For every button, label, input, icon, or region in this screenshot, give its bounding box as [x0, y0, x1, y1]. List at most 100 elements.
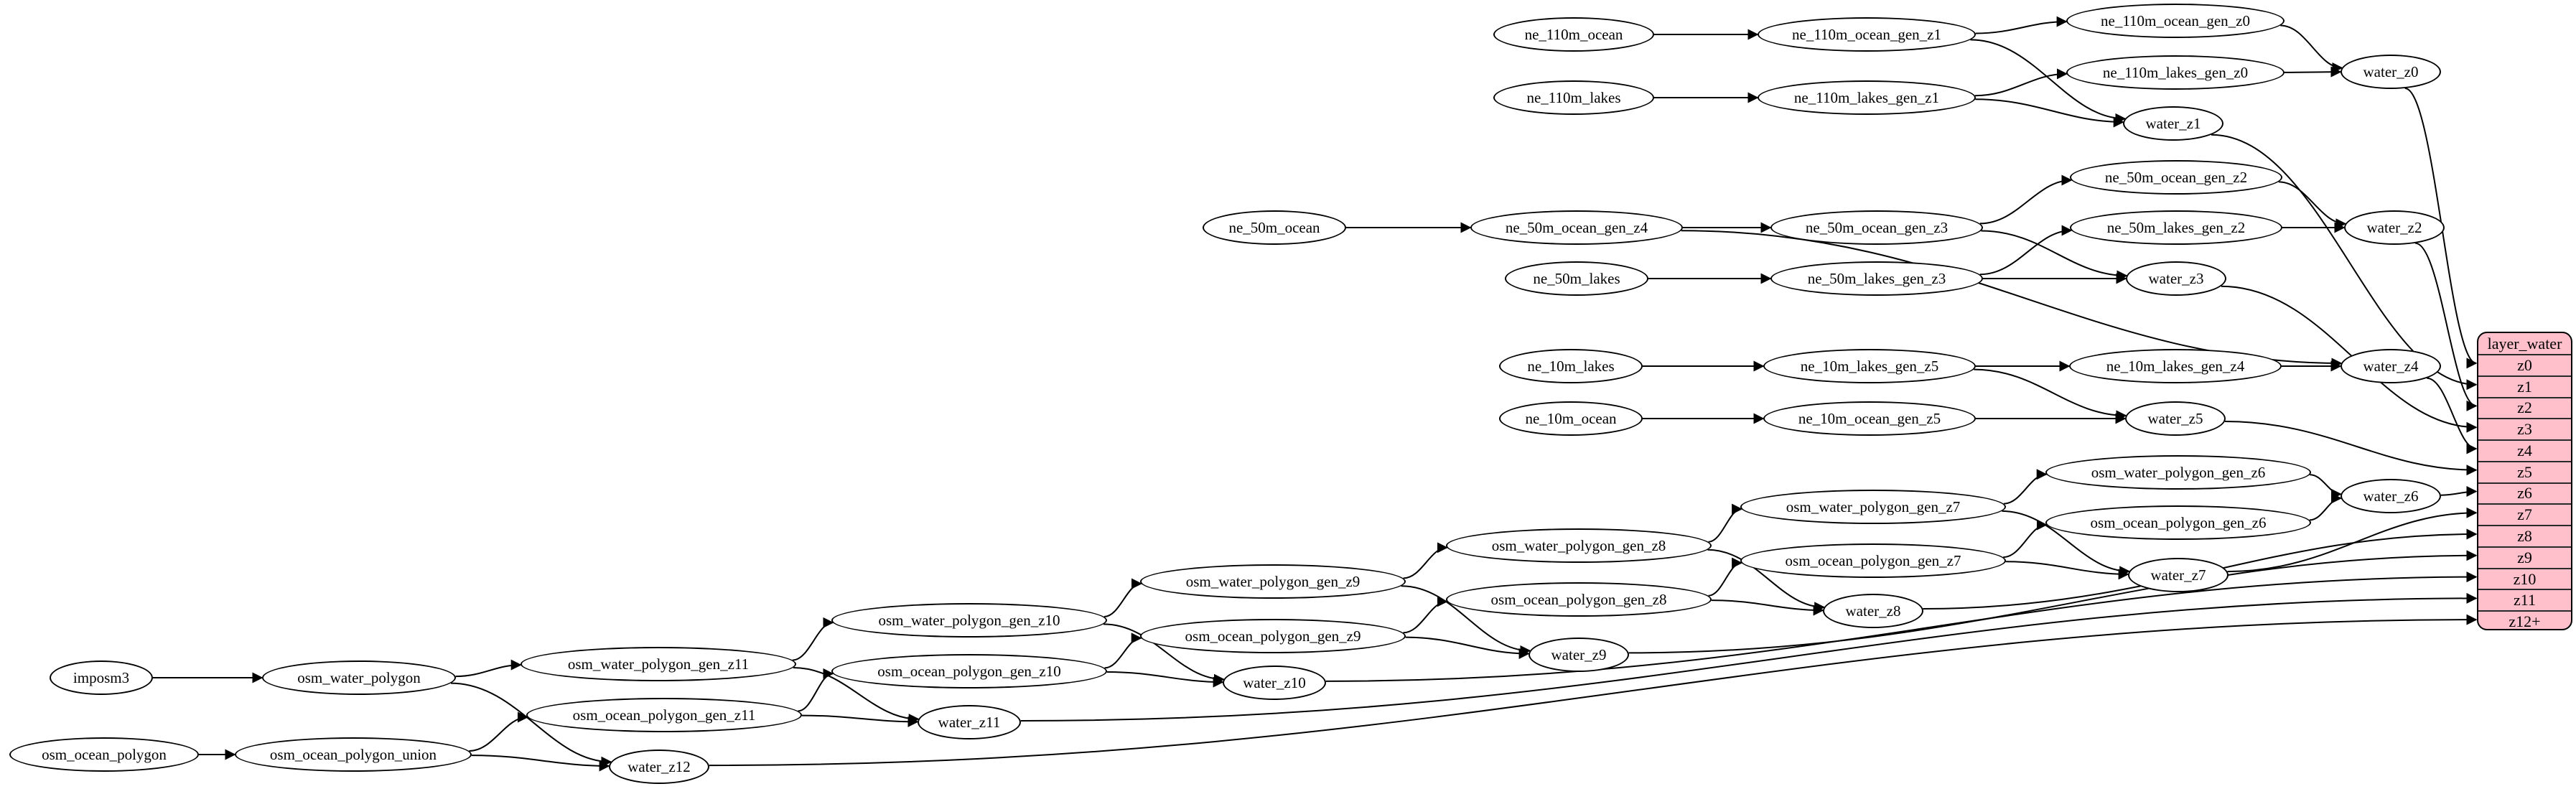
- edge-water-z6-to-layer-water-z6: [2440, 486, 2478, 498]
- edge-osm-ocean-polygon-gen-z9-to-water-z9: [1405, 636, 1530, 659]
- layer-water-row-z10: z10: [2478, 567, 2571, 589]
- node-water-z8: water_z8: [1823, 594, 1923, 628]
- node-osm-ocean-polygon-union: osm_ocean_polygon_union: [235, 737, 472, 772]
- node-water-z0: water_z0: [2341, 55, 2441, 89]
- node-ne-110m-ocean: ne_110m_ocean: [1493, 17, 1654, 52]
- edge-osm-ocean-polygon-union-to-water-z12: [471, 755, 610, 772]
- edge-ne-50m-ocean-gen-z3-to-ne-50m-ocean-gen-z2: [1979, 174, 2073, 225]
- node-osm-water-polygon-gen-z6: osm_water_polygon_gen_z6: [2045, 455, 2311, 490]
- node-ne-110m-ocean-gen-z0: ne_110m_ocean_gen_z0: [2066, 4, 2285, 38]
- edge-osm-ocean-polygon-gen-z7-to-osm-ocean-polygon-gen-z6: [2003, 519, 2048, 559]
- edge-osm-water-polygon-gen-z11-to-osm-water-polygon-gen-z10: [792, 617, 834, 661]
- node-osm-water-polygon: osm_water_polygon: [262, 660, 456, 695]
- node-water-z1: water_z1: [2123, 106, 2223, 141]
- layer-water-row-z11: z11: [2478, 589, 2571, 610]
- node-ne-10m-ocean-gen-z5: ne_10m_ocean_gen_z5: [1763, 401, 1976, 436]
- node-ne-110m-lakes-gen-z1: ne_110m_lakes_gen_z1: [1758, 80, 1976, 115]
- edge-ne-110m-lakes-gen-z1-to-ne-110m-lakes-gen-z0: [1974, 68, 2068, 97]
- edge-ne-110m-ocean-gen-z0-to-water-z0: [2280, 24, 2343, 73]
- layer-water-table-title: layer_water: [2487, 334, 2562, 353]
- node-water-z9: water_z9: [1529, 638, 1629, 672]
- layer-water-row-z3: z3: [2478, 418, 2571, 439]
- edge-ne-50m-ocean-gen-z4-to-water-z4: [1681, 230, 2343, 369]
- edge-osm-water-polygon-to-water-z12: [450, 682, 612, 767]
- node-osm-water-polygon-gen-z9: osm_water_polygon_gen_z9: [1140, 564, 1406, 599]
- edge-osm-ocean-polygon-gen-z10-to-osm-ocean-polygon-gen-z9: [1104, 632, 1142, 669]
- edge-ne-50m-ocean-gen-z3-to-water-z3: [1981, 230, 2128, 281]
- layer-water-row-z1: z1: [2478, 375, 2571, 397]
- edge-osm-water-polygon-gen-z8-to-water-z8: [1707, 548, 1826, 613]
- edge-ne-50m-ocean-gen-z2-to-water-z2: [2278, 181, 2347, 230]
- edge-osm-ocean-polygon-gen-z10-to-water-z10: [1106, 671, 1224, 688]
- layer-water-row-z5: z5: [2478, 460, 2571, 482]
- node-water-z10: water_z10: [1223, 666, 1326, 700]
- node-ne-50m-lakes-gen-z3: ne_50m_lakes_gen_z3: [1770, 261, 1983, 296]
- edge-ne-110m-ocean-gen-z1-to-water-z1: [1970, 39, 2127, 124]
- edge-water-z10-to-layer-water-z10: [1325, 571, 2478, 682]
- layer-water-row-z12plus: z12+: [2478, 610, 2571, 629]
- edge-osm-water-polygon-to-osm-water-polygon-gen-z11: [455, 659, 522, 678]
- node-ne-50m-lakes: ne_50m_lakes: [1505, 261, 1648, 296]
- edge-osm-ocean-polygon-union-to-osm-ocean-polygon-gen-z11: [469, 711, 528, 752]
- layer-water-row-z0: z0: [2478, 354, 2571, 375]
- edge-osm-ocean-polygon-gen-z11-to-osm-ocean-polygon-gen-z10: [798, 668, 834, 712]
- edge-osm-water-polygon-gen-z10-to-osm-water-polygon-gen-z9: [1103, 578, 1142, 617]
- node-ne-110m-lakes-gen-z0: ne_110m_lakes_gen_z0: [2066, 55, 2285, 90]
- edge-ne-10m-lakes-gen-z5-to-water-z5: [1974, 368, 2127, 421]
- node-ne-10m-lakes: ne_10m_lakes: [1499, 349, 1643, 383]
- edge-osm-water-polygon-gen-z8-to-osm-water-polygon-gen-z7: [1708, 503, 1743, 543]
- edge-osm-water-polygon-gen-z7-to-osm-water-polygon-gen-z6: [2003, 469, 2048, 505]
- node-ne-50m-ocean: ne_50m_ocean: [1203, 210, 1346, 245]
- layer-water-row-z8: z8: [2478, 525, 2571, 546]
- node-osm-water-polygon-gen-z7: osm_water_polygon_gen_z7: [1740, 490, 2006, 524]
- edge-ne-110m-lakes-gen-z1-to-water-z1: [1975, 98, 2124, 128]
- edge-osm-ocean-polygon-gen-z8-to-water-z8: [1711, 599, 1824, 616]
- node-ne-110m-lakes: ne_110m_lakes: [1493, 80, 1654, 115]
- node-osm-water-polygon-gen-z11: osm_water_polygon_gen_z11: [521, 647, 796, 681]
- node-ne-50m-ocean-gen-z3: ne_50m_ocean_gen_z3: [1770, 210, 1983, 245]
- edge-osm-water-polygon-gen-z6-to-water-z6: [2310, 474, 2342, 500]
- node-osm-ocean-polygon: osm_ocean_polygon: [9, 737, 199, 772]
- layer-water-row-z7: z7: [2478, 503, 2571, 525]
- node-ne-50m-ocean-gen-z2: ne_50m_ocean_gen_z2: [2070, 160, 2282, 195]
- edge-osm-ocean-polygon-gen-z6-to-water-z6: [2309, 492, 2342, 521]
- node-osm-ocean-polygon-gen-z9: osm_ocean_polygon_gen_z9: [1140, 619, 1406, 653]
- edge-osm-ocean-polygon-gen-z11-to-water-z11: [801, 714, 919, 727]
- node-osm-ocean-polygon-gen-z11: osm_ocean_polygon_gen_z11: [526, 698, 802, 732]
- edge-ne-110m-lakes-gen-z0-to-water-z0: [2284, 66, 2342, 78]
- layer-water-row-z9: z9: [2478, 546, 2571, 568]
- node-water-z11: water_z11: [918, 705, 1021, 739]
- edge-water-z4-to-layer-water-z4: [2427, 377, 2478, 454]
- edge-osm-ocean-polygon-gen-z7-to-water-z7: [2005, 561, 2129, 580]
- edge-osm-water-polygon-gen-z11-to-water-z11: [793, 667, 920, 725]
- edge-ne-110m-ocean-gen-z1-to-ne-110m-ocean-gen-z0: [1975, 16, 2068, 34]
- node-ne-10m-lakes-gen-z4: ne_10m_lakes_gen_z4: [2069, 349, 2282, 383]
- edge-ne-50m-lakes-gen-z3-to-ne-50m-lakes-gen-z2: [1979, 225, 2073, 276]
- edge-osm-water-polygon-gen-z9-to-water-z9: [1401, 585, 1531, 656]
- node-osm-water-polygon-gen-z8: osm_water_polygon_gen_z8: [1446, 528, 1712, 563]
- node-water-z2: water_z2: [2344, 210, 2445, 245]
- node-ne-10m-lakes-gen-z5: ne_10m_lakes_gen_z5: [1763, 349, 1976, 383]
- edge-water-z12-to-layer-water-z12plus: [709, 614, 2478, 767]
- edge-water-z2-to-layer-water-z2: [2414, 242, 2478, 411]
- edge-osm-ocean-polygon-gen-z8-to-osm-ocean-polygon-gen-z7: [1708, 557, 1743, 597]
- node-water-z7: water_z7: [2128, 558, 2229, 592]
- edge-water-z9-to-layer-water-z9: [1628, 550, 2478, 654]
- edge-water-z5-to-layer-water-z5: [2224, 421, 2478, 476]
- node-osm-ocean-polygon-gen-z10: osm_ocean_polygon_gen_z10: [831, 654, 1107, 688]
- node-imposm3: imposm3: [50, 660, 153, 695]
- node-ne-50m-ocean-gen-z4: ne_50m_ocean_gen_z4: [1470, 210, 1683, 245]
- node-osm-water-polygon-gen-z10: osm_water_polygon_gen_z10: [831, 603, 1107, 638]
- node-water-z12: water_z12: [609, 750, 709, 784]
- edge-osm-water-polygon-gen-z9-to-osm-water-polygon-gen-z8: [1403, 542, 1448, 579]
- node-water-z5: water_z5: [2125, 401, 2226, 436]
- layer-water-row-z2: z2: [2478, 396, 2571, 419]
- node-water-z4: water_z4: [2341, 349, 2441, 383]
- node-ne-110m-ocean-gen-z1: ne_110m_ocean_gen_z1: [1758, 17, 1976, 52]
- edge-osm-water-polygon-gen-z7-to-water-z7: [2002, 510, 2131, 577]
- node-osm-ocean-polygon-gen-z8: osm_ocean_polygon_gen_z8: [1446, 582, 1712, 617]
- edge-osm-water-polygon-gen-z10-to-water-z10: [1103, 623, 1225, 685]
- layer-water-row-z4: z4: [2478, 439, 2571, 461]
